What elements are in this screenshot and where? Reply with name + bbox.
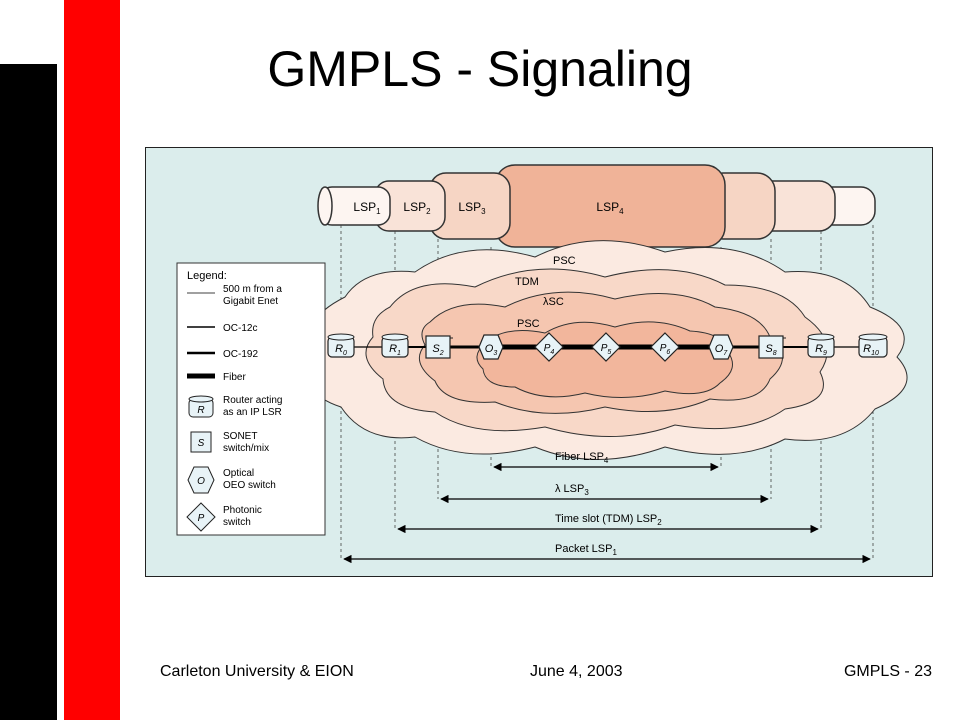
legend-item-text: 500 m from a xyxy=(223,284,282,295)
span-label-lambda: λ LSP3 xyxy=(555,483,589,497)
legend-item-text: OC-192 xyxy=(223,349,258,360)
tube-lsp4-label: LSP4 xyxy=(596,200,624,216)
router-node: R0 xyxy=(327,333,355,358)
photonic-node: P4 xyxy=(534,332,564,362)
sonet-node: S8 xyxy=(758,335,786,359)
cloud-label-lambda-sc: λSC xyxy=(543,296,564,308)
cloud-label-psc-outer: PSC xyxy=(553,255,576,267)
svg-text:R1: R1 xyxy=(389,343,401,357)
legend-item-text: as an IP LSR xyxy=(223,407,282,418)
legend: Legend: 500 m from a Gigabit Enet OC-12c… xyxy=(176,262,326,536)
lsp-span-arrows: Fiber LSP4 λ LSP3 Time slot (TDM) LSP2 P… xyxy=(343,451,871,564)
svg-text:R9: R9 xyxy=(815,343,827,357)
svg-text:P6: P6 xyxy=(660,343,671,356)
photonic-node: P5 xyxy=(591,332,621,362)
legend-item-text: OC-12c xyxy=(223,323,257,334)
footer-organization: Carleton University & EION xyxy=(160,663,354,680)
span-label-packet: Packet LSP1 xyxy=(555,543,617,557)
footer-date: June 4, 2003 xyxy=(530,663,623,680)
svg-text:S2: S2 xyxy=(432,343,443,357)
footer-slide-number: GMPLS - 23 xyxy=(843,663,932,680)
photonic-node: P6 xyxy=(650,332,680,362)
legend-item-text: Optical xyxy=(223,468,254,479)
legend-item-text: Gigabit Enet xyxy=(223,296,278,307)
svg-text:S8: S8 xyxy=(765,343,776,357)
legend-sonet-icon: S xyxy=(190,431,212,453)
legend-item-text: SONET xyxy=(223,431,257,442)
router-node: R10 xyxy=(858,333,888,358)
legend-router-icon: R xyxy=(188,395,214,418)
left-red-bar xyxy=(64,0,120,720)
sonet-node: S2 xyxy=(425,335,453,359)
svg-text:O7: O7 xyxy=(715,343,729,357)
span-label-tdm: Time slot (TDM) LSP2 xyxy=(555,513,662,527)
lsp-tubes: LSP1 LSP2 LSP3 LSP4 xyxy=(317,164,876,248)
svg-text:P5: P5 xyxy=(601,343,612,356)
slide-title: GMPLS - Signaling xyxy=(267,41,693,97)
svg-text:P: P xyxy=(198,513,205,524)
optical-node: O7 xyxy=(708,334,734,360)
legend-title: Legend: xyxy=(187,270,227,282)
legend-item-text: Photonic xyxy=(223,505,262,516)
svg-text:O: O xyxy=(197,476,205,487)
cloud-label-psc-inner: PSC xyxy=(517,318,540,330)
legend-item-text: Fiber xyxy=(223,372,246,383)
left-black-bar xyxy=(0,64,57,720)
svg-text:P4: P4 xyxy=(544,343,555,356)
router-node: R9 xyxy=(807,333,835,358)
span-label-fiber: Fiber LSP4 xyxy=(555,451,609,465)
cloud-label-tdm: TDM xyxy=(515,276,539,288)
svg-text:R: R xyxy=(197,405,204,416)
legend-item-text: switch xyxy=(223,517,251,528)
tube-lsp2-label: LSP2 xyxy=(403,200,431,216)
svg-text:S: S xyxy=(198,438,205,449)
optical-node: O3 xyxy=(478,334,504,360)
legend-item-text: OEO switch xyxy=(223,480,276,491)
svg-text:R0: R0 xyxy=(335,343,347,357)
svg-text:R10: R10 xyxy=(863,343,879,357)
tube-lsp1-label: LSP1 xyxy=(353,200,381,216)
router-node: R1 xyxy=(381,333,409,358)
tube-lsp3-label: LSP3 xyxy=(458,200,486,216)
network-nodes: R0 R1 S2 O3 P4 P5 P6 O7 xyxy=(327,332,888,362)
gmpls-signaling-diagram: LSP1 LSP2 LSP3 LSP4 PSC TDM λSC PSC xyxy=(145,147,933,577)
legend-item-text: Router acting xyxy=(223,395,282,406)
svg-text:O3: O3 xyxy=(485,343,498,357)
legend-photonic-icon: P xyxy=(186,502,216,532)
tube-left-end xyxy=(317,186,333,226)
legend-item-text: switch/mix xyxy=(223,443,269,454)
legend-optical-icon: O xyxy=(187,466,215,494)
